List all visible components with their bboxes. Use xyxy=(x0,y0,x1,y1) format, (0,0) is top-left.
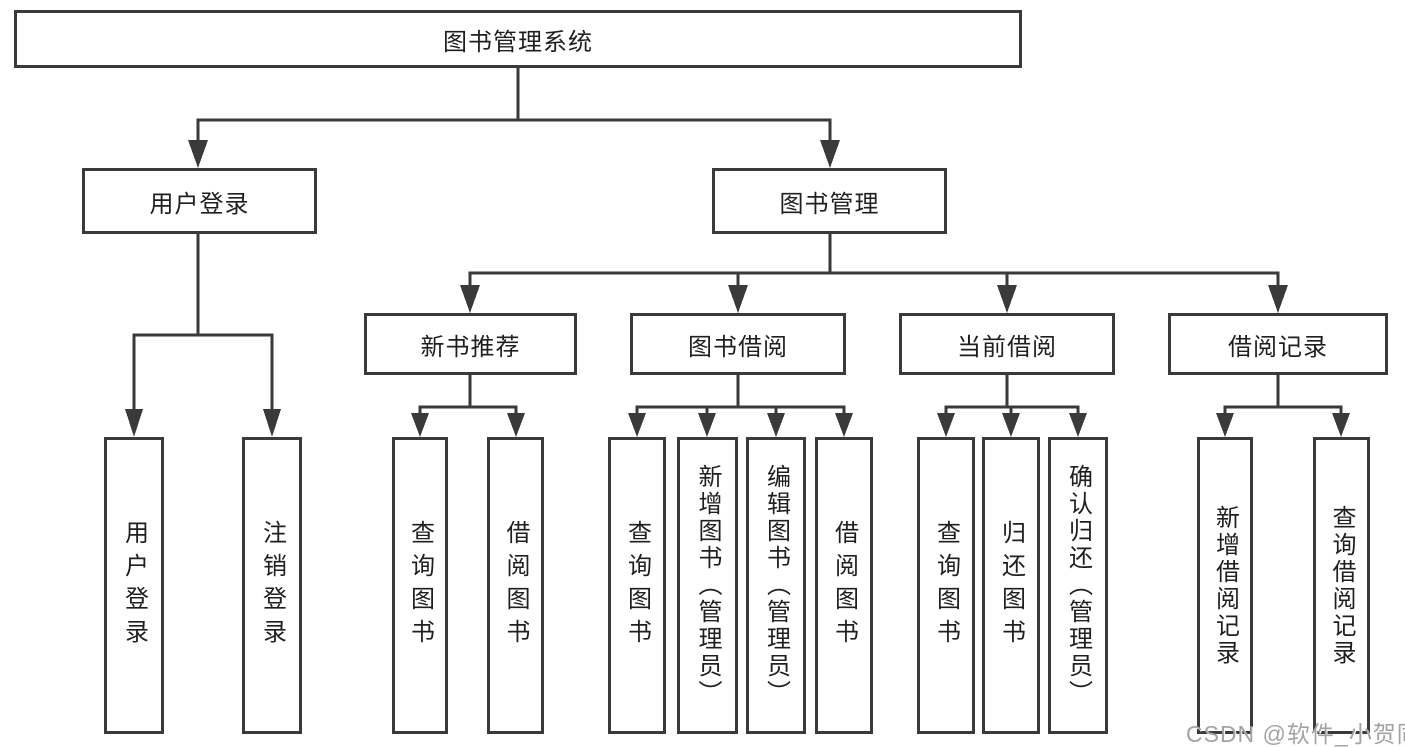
leaf-query-books-1: 查询图书 xyxy=(392,437,448,734)
node-borrowing-records: 借阅记录 xyxy=(1168,313,1388,375)
leaf-logout: 注销登录 xyxy=(242,437,302,734)
leaf-add-borrow-record-label: 新增借阅记录 xyxy=(1211,504,1239,667)
leaf-add-borrow-record: 新增借阅记录 xyxy=(1197,437,1253,734)
node-root: 图书管理系统 xyxy=(14,10,1022,68)
node-new-book-recommend-label: 新书推荐 xyxy=(420,333,521,361)
leaf-return-books: 归还图书 xyxy=(982,437,1040,734)
node-book-management: 图书管理 xyxy=(712,168,947,234)
node-book-management-label: 图书管理 xyxy=(779,190,880,218)
leaf-confirm-return-admin: 确认归还（管理员） xyxy=(1048,437,1108,734)
connector-records-to-leaves xyxy=(1216,375,1350,437)
leaf-borrow-books-1-label: 借阅图书 xyxy=(502,519,529,652)
node-user-login-label: 用户登录 xyxy=(149,190,250,218)
node-current-borrowing-label: 当前借阅 xyxy=(957,333,1057,361)
connector-newbook-to-leaves xyxy=(411,375,525,437)
connector-root-to-level1 xyxy=(188,68,840,168)
leaf-return-books-label: 归还图书 xyxy=(997,519,1025,652)
node-current-borrowing: 当前借阅 xyxy=(899,313,1115,375)
leaf-borrow-books-2: 借阅图书 xyxy=(815,437,873,734)
leaf-logout-label: 注销登录 xyxy=(258,519,286,652)
node-root-label: 图书管理系统 xyxy=(443,28,593,56)
leaf-query-books-2: 查询图书 xyxy=(608,437,666,734)
node-book-borrowing-label: 图书借阅 xyxy=(688,333,788,361)
leaf-user-login-label: 用户登录 xyxy=(120,519,148,652)
leaf-edit-books-admin: 编辑图书（管理员） xyxy=(746,437,806,734)
node-book-borrowing: 图书借阅 xyxy=(630,313,846,375)
node-user-login: 用户登录 xyxy=(82,168,317,234)
connector-currentborrow-to-leaves xyxy=(937,375,1087,437)
leaf-confirm-return-admin-label: 确认归还（管理员） xyxy=(1064,464,1092,707)
leaf-add-books-admin: 新增图书（管理员） xyxy=(677,437,738,734)
leaf-query-books-3: 查询图书 xyxy=(917,437,975,734)
node-new-book-recommend: 新书推荐 xyxy=(364,313,577,375)
leaf-query-books-1-label: 查询图书 xyxy=(406,519,434,652)
leaf-add-books-admin-label: 新增图书（管理员） xyxy=(694,464,721,707)
leaf-edit-books-admin-label: 编辑图书（管理员） xyxy=(762,464,790,707)
leaf-query-borrow-record: 查询借阅记录 xyxy=(1313,437,1370,734)
node-borrowing-records-label: 借阅记录 xyxy=(1228,333,1328,361)
leaf-user-login: 用户登录 xyxy=(104,437,164,734)
leaf-query-borrow-record-label: 查询借阅记录 xyxy=(1328,504,1355,667)
leaf-borrow-books-1: 借阅图书 xyxy=(487,437,544,734)
leaf-borrow-books-2-label: 借阅图书 xyxy=(830,519,858,652)
connector-userlogin-to-leaves xyxy=(125,234,281,437)
connector-bookborrow-to-leaves xyxy=(628,375,853,437)
csdn-watermark: CSDN @软件_小贺同学 xyxy=(1186,721,1405,747)
connector-bookmgmt-to-level3 xyxy=(460,234,1288,313)
leaf-query-books-2-label: 查询图书 xyxy=(623,519,651,652)
leaf-query-books-3-label: 查询图书 xyxy=(932,519,960,652)
